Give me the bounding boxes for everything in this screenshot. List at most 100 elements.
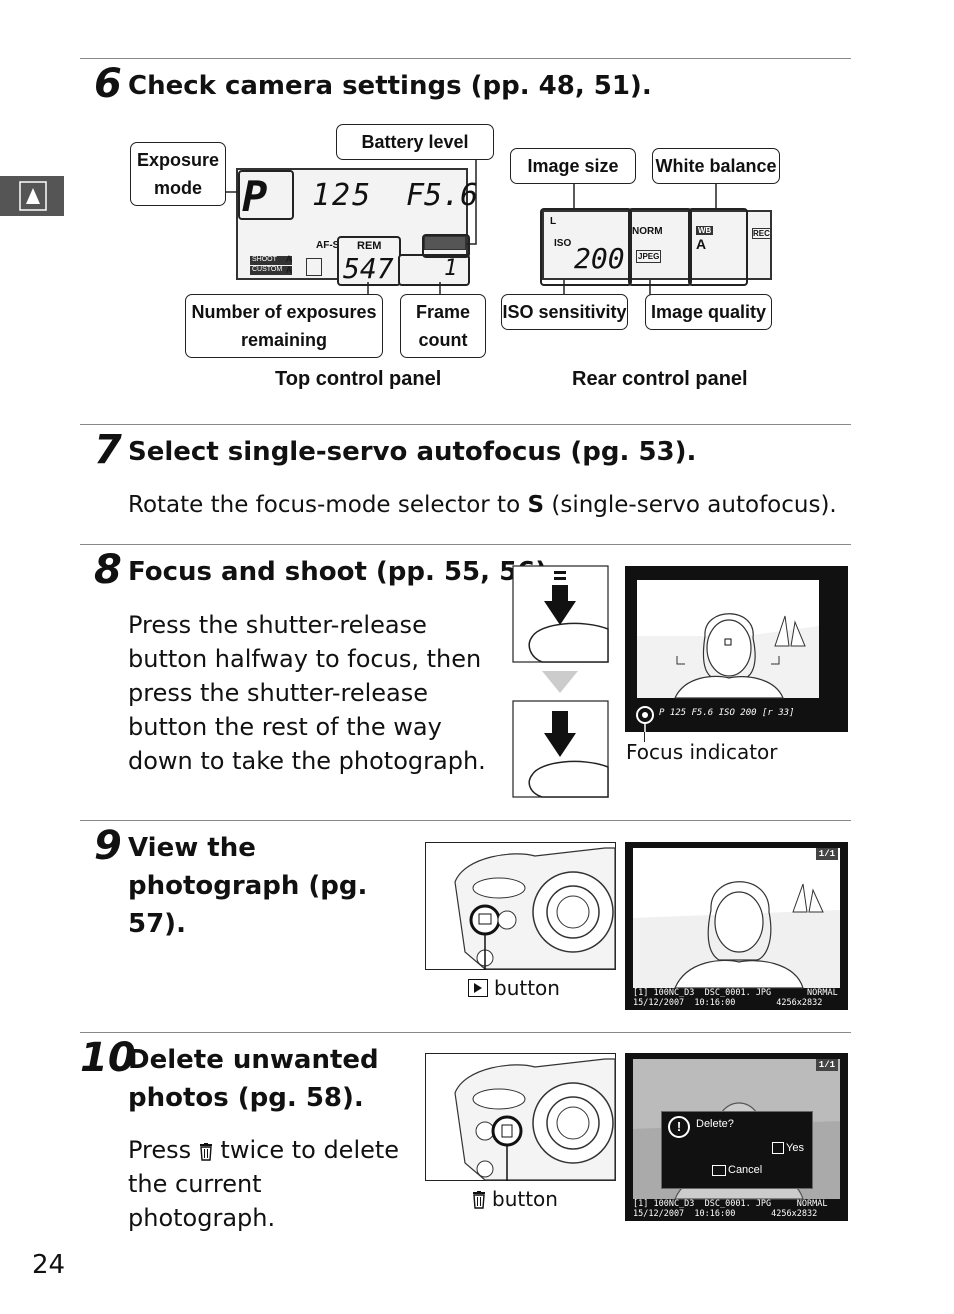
step-body: Rotate the focus-mode selector to S (sin… <box>128 488 837 522</box>
finger-icon <box>528 622 609 663</box>
rear-control-panel: L ISO 200 NORM JPEG WB A REC <box>542 210 772 280</box>
remaining-highlight: REM 547 <box>337 236 401 286</box>
frame-badge: 1/1 <box>815 1059 838 1071</box>
image-size-icon: L <box>550 216 557 227</box>
page-number: 24 <box>32 1250 66 1280</box>
focus-indicator-leader <box>644 732 645 742</box>
divider <box>80 424 851 425</box>
playback-icon <box>468 979 488 997</box>
step-number: 7 <box>94 427 122 473</box>
iso-label: ISO <box>554 238 572 249</box>
divider <box>80 1032 851 1033</box>
step-title: Delete unwanted photos (pg. 58). <box>128 1045 379 1113</box>
exposure-mode-callout: Exposure mode <box>130 142 226 206</box>
body-text: Rotate the focus-mode selector to <box>128 492 528 518</box>
focus-indicator-caption: Focus indicator <box>626 740 778 764</box>
photo-info-line2: 15/12/2007 10:16:00 4256x2832 <box>633 998 823 1008</box>
arrow-down-icon <box>544 711 576 757</box>
step-body: Press the shutter-release button halfway… <box>128 611 486 775</box>
camera-back-illustration <box>425 842 616 970</box>
step-body: Press twice to delete the current photog… <box>128 1133 408 1235</box>
white-balance-callout: White balance <box>652 148 780 184</box>
delete-confirm-screen: ! Delete? Yes Cancel 1/1 [1] 100NC_D3 DS… <box>625 1053 848 1221</box>
trash-icon <box>772 1142 784 1155</box>
camera-menu-icon <box>19 181 47 211</box>
warning-icon: ! <box>668 1116 690 1138</box>
delete-button[interactable] <box>491 1115 523 1147</box>
exposures-remaining-callout: Number of exposures remaining <box>185 294 383 358</box>
delete-dialog: ! Delete? Yes Cancel <box>661 1111 813 1189</box>
section-tab <box>0 176 64 216</box>
exposure-mode-highlight <box>238 170 294 220</box>
photo-info-line2: 15/12/2007 10:16:00 4256x2832 <box>633 1209 818 1219</box>
step-title: Focus and shoot (pp. 55, 56). <box>128 557 558 587</box>
playback-icon <box>712 1164 726 1176</box>
battery-highlight <box>422 234 470 258</box>
delete-button-caption: button <box>472 1187 558 1211</box>
body-text: twice to delete the current photograph. <box>128 1136 400 1232</box>
divider <box>80 58 851 59</box>
frame-count-display: 1 <box>444 256 458 281</box>
jpeg-label: JPEG <box>636 250 662 263</box>
step-number: 8 <box>94 547 122 593</box>
button-caption-text: button <box>492 1187 558 1211</box>
body-text: (single-servo autofocus). <box>544 492 837 518</box>
rem-label: REM <box>357 240 382 252</box>
cancel-label: Cancel <box>728 1164 763 1176</box>
frame-badge: 1/1 <box>815 848 838 860</box>
custom-bank-label: CUSTOM <box>250 266 292 275</box>
step-title: Select single-servo autofocus (pg. 53). <box>128 437 697 467</box>
wb-label: WB <box>696 226 714 235</box>
camera-back-illustration <box>425 1053 616 1181</box>
trash-icon <box>199 1136 213 1161</box>
rear-panel-caption: Rear control panel <box>572 368 748 390</box>
dialog-yes-option[interactable]: Yes <box>772 1142 804 1155</box>
arrow-down-icon <box>544 585 576 625</box>
battery-icon <box>424 236 466 250</box>
finger-icon <box>528 760 609 798</box>
yes-label: Yes <box>786 1142 804 1154</box>
exposure-mode-display: P <box>242 172 268 221</box>
dialog-title: Delete? <box>696 1118 734 1130</box>
dialog-cancel-option[interactable]: Cancel <box>712 1164 762 1176</box>
quality-label: NORM <box>632 226 663 237</box>
image-quality-callout: Image quality <box>645 294 772 330</box>
shoot-bank-label: SHOOT <box>250 256 292 265</box>
aperture-display: F5.6 <box>406 178 479 213</box>
step-number: 6 <box>94 61 122 107</box>
trash-icon <box>472 1190 486 1209</box>
button-caption-text: button <box>494 976 560 1000</box>
step-number: 9 <box>94 823 122 869</box>
frame-count-callout: Frame count <box>400 294 486 358</box>
shoot-bank-value: A <box>286 254 293 264</box>
quality-highlight <box>628 208 692 286</box>
iso-value-display: 200 <box>574 242 625 275</box>
rec-label: REC <box>752 228 771 239</box>
photo-info-line1: [1] 100NC_D3 DSC_0001. JPG NORMAL <box>633 1199 828 1209</box>
body-text: Press <box>128 1136 199 1164</box>
exposures-remaining-display: 547 <box>343 252 394 285</box>
playback-button-caption: button <box>468 976 560 1000</box>
focus-mode-s: S <box>527 492 545 518</box>
playback-screen: 1/1 [1] 100NC_D3 DSC_0001. JPG NORMAL 15… <box>625 842 848 1010</box>
callout-leader-lines <box>226 160 717 296</box>
iso-sensitivity-callout: ISO sensitivity <box>501 294 628 330</box>
step-number: 10 <box>80 1035 136 1081</box>
custom-bank-value: A <box>286 265 293 275</box>
frame-count-highlight: 1 <box>398 254 470 286</box>
photo-info-line1: [1] 100NC_D3 DSC_0001. JPG NORMAL <box>633 988 838 998</box>
af-mode-label: AF-S <box>316 240 340 251</box>
image-size-callout: Image size <box>510 148 636 184</box>
step-title: View the photograph (pg. 57). <box>128 833 368 939</box>
memory-card-icon <box>306 258 322 276</box>
shutter-speed-display: 125 <box>312 178 373 213</box>
viewfinder-image: P 125 F5.6 ISO 200 [r 33] <box>625 566 848 732</box>
divider <box>80 544 851 545</box>
iso-highlight <box>540 208 632 286</box>
playback-button[interactable] <box>469 904 501 936</box>
viewfinder-readout: P 125 F5.6 ISO 200 [r 33] <box>659 708 795 718</box>
chevron-down-icon <box>542 671 578 693</box>
battery-level-callout: Battery level <box>336 124 494 160</box>
wb-highlight <box>688 208 748 286</box>
top-panel-caption: Top control panel <box>275 368 442 390</box>
